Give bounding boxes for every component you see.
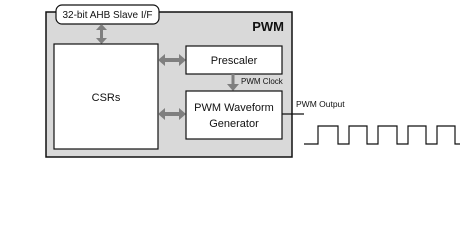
pwm-waveform [304, 125, 460, 145]
csr-prescaler-double-arrow [158, 54, 186, 66]
ahb-interface-box [55, 4, 160, 25]
waveform-generator-label-line2: Generator [209, 118, 259, 130]
pwm-clock-arrow [227, 74, 239, 91]
bus-to-csr-double-arrow [96, 24, 107, 44]
prescaler-label: Prescaler [211, 55, 258, 67]
pwm-clock-label: PWM Clock [241, 77, 284, 86]
pwm-output-label: PWM Output [296, 99, 345, 109]
module-title: PWM [252, 19, 284, 34]
csr-box [53, 43, 159, 150]
csr-label: CSRs [92, 92, 121, 104]
csr-waveform-double-arrow [158, 108, 186, 120]
waveform-generator-label-line1: PWM Waveform [194, 102, 274, 114]
prescaler-box [185, 45, 283, 75]
waveform-generator-box [185, 90, 283, 140]
ahb-interface-label: 32-bit AHB Slave I/F [62, 10, 152, 21]
pwm-block-diagram: 32-bit AHB Slave I/F PWM CSRs Prescaler … [45, 4, 460, 158]
